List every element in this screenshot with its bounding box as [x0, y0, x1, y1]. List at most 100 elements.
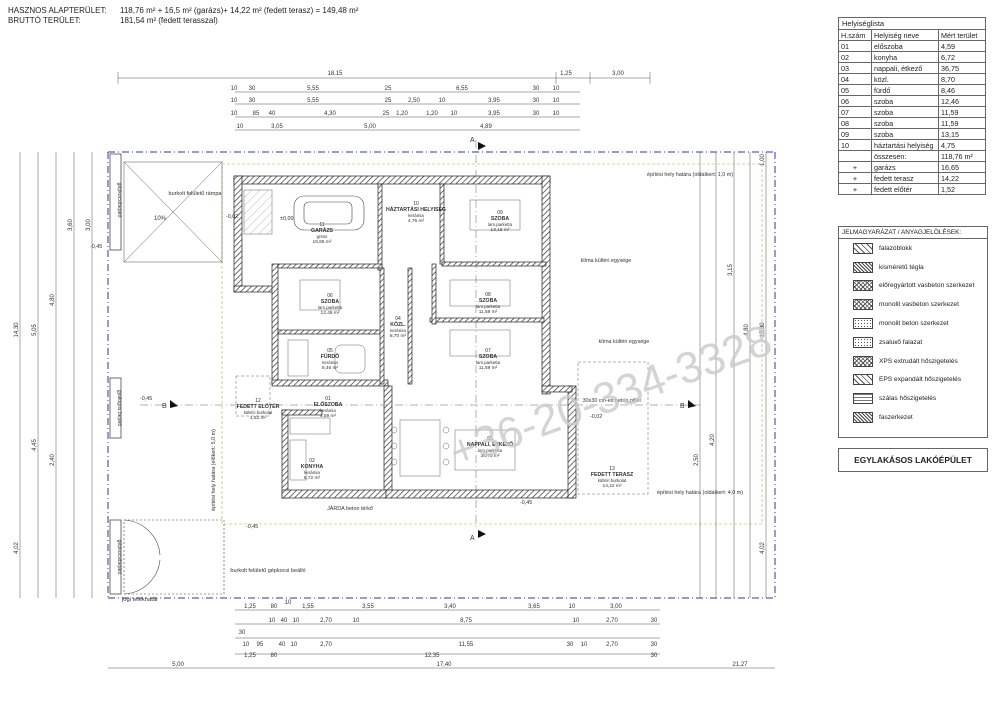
legend-label: előregyártott vasbeton szerkezet: [879, 282, 975, 290]
room-sub: lam.parketta: [478, 448, 503, 453]
room-cell-no: 10: [838, 139, 872, 151]
level-neg45-2: -0,45: [140, 396, 152, 402]
level-zero: ±0,00: [280, 216, 293, 222]
bd2-5: 8,75: [460, 618, 472, 624]
dim-r3-1: 30: [249, 98, 256, 104]
room-sub: kerámia: [408, 213, 424, 218]
room-area: 16,65 m²: [313, 239, 332, 245]
room-cell-no: 02: [838, 51, 872, 63]
dim-r2-1: 30: [249, 86, 256, 92]
dim-r2-2: 5,55: [307, 86, 319, 92]
legend-item: faszerkezet: [839, 408, 987, 427]
bd4-3: 30: [651, 653, 658, 659]
bd1-1: 80: [271, 604, 278, 610]
room-id: 12: [255, 398, 261, 404]
room-list-total-row: összesen:118,76 m²: [838, 150, 986, 162]
bd3-4: 10: [291, 642, 298, 648]
room-sub: lam.parketta: [488, 222, 513, 227]
legend-title: JELMAGYARÁZAT / ANYAGJELÖLÉSEK:: [839, 227, 987, 239]
room-list-panel: Helyiséglista H.szám Helyiség neve Mért …: [838, 17, 986, 195]
build-limit-top: építési hely határa (oldalkert: 1,0 m): [647, 172, 733, 178]
bd1-2: 10: [285, 600, 292, 606]
bd1-5: 3,40: [444, 604, 456, 610]
bd3-9: 2,70: [606, 642, 618, 648]
net-area-label: HASZNOS ALAPTERÜLET:: [8, 6, 107, 15]
room-cell-area: 6,72: [938, 51, 986, 63]
dim-r4-10: 10: [553, 111, 560, 117]
legend-item: XPS extrudált hőszigetelés: [839, 352, 987, 371]
room-cell-area: 11,59: [938, 117, 986, 129]
room-id: 08: [485, 292, 491, 298]
legend-item: szálas hőszigetelés: [839, 389, 987, 408]
bottom-dimension-lines: [108, 609, 775, 669]
legend-label: kisméretű tégla: [879, 263, 924, 271]
dim-r3-2: 5,55: [307, 98, 319, 104]
dim-r4-5: 1,20: [396, 111, 408, 117]
extra-cell-name: fedett előtér: [871, 183, 939, 195]
legend-item: EPS expandált hőszigetelés: [839, 371, 987, 390]
dim-r4-1: 85: [253, 111, 260, 117]
room-area: 8,70 m²: [390, 333, 407, 339]
bd5-2: 21,27: [732, 662, 748, 668]
room-area: 12,46 m²: [321, 310, 340, 316]
bd4-2: 12,35: [424, 653, 440, 659]
room-id: 09: [497, 210, 503, 216]
legend-swatch-icon: [853, 280, 873, 292]
extra-cell-name: fedett terasz: [871, 172, 939, 184]
left-dim-1: 5,05: [32, 324, 38, 336]
dim-top-b: 3,00: [612, 71, 624, 77]
bd3-6: 11,55: [459, 642, 474, 648]
legend-item: monolit beton szerkezet: [839, 314, 987, 333]
left-dimension-texts: 14,30 5,05 4,45 4,02 4,80 2,40 3,60 3,00: [14, 219, 92, 554]
room-cell-area: 8,70: [938, 73, 986, 85]
right-dim-3: 4,20: [710, 434, 716, 446]
right-dim-2: 4,80: [744, 324, 750, 336]
section-a-top: A: [470, 137, 475, 144]
legend-label: XPS extrudált hőszigetelés: [879, 357, 958, 365]
right-dim-4: 13,30: [760, 322, 766, 338]
room-area: 4,75 m²: [408, 218, 425, 224]
bd3-3: 40: [279, 642, 286, 648]
top-dimension-lines: [117, 72, 651, 131]
ramp: [123, 161, 223, 263]
room-cell-no: 08: [838, 117, 872, 129]
left-dim-4: 4,80: [50, 294, 56, 306]
right-dim-6: 4,02: [760, 542, 766, 554]
room-name: FEDETT TERASZ: [591, 472, 634, 478]
extra-cell-area: 16,65: [938, 161, 986, 173]
left-fence: [109, 153, 122, 595]
room-list-title: Helyiséglista: [838, 17, 986, 29]
dim-r4-6: 1,20: [426, 111, 438, 117]
furniture: [287, 199, 521, 481]
right-dimension-texts: 1,00 3,15 4,80 4,20 13,30 2,50 4,02: [694, 154, 766, 554]
right-dim-1: 3,15: [728, 264, 734, 276]
dim-r4-7: 10: [451, 111, 458, 117]
fence-label: jogi telekhatár: [121, 597, 158, 603]
dim-r5-3: 4,89: [480, 124, 492, 130]
parking-label: burkolt felületű gépkocsi beálló: [230, 568, 305, 574]
extra-cell-sign: +: [838, 161, 872, 173]
level-neg45-4: -0,45: [520, 500, 532, 506]
room-cell-area: 4,75: [938, 139, 986, 151]
room-name: HÁZTARTÁSI HELYISÉG: [386, 205, 446, 213]
left-dim-2: 4,45: [32, 439, 38, 451]
legend-swatch-icon: [853, 393, 873, 405]
bd3-10: 30: [651, 642, 658, 648]
room-id: 04: [395, 316, 401, 322]
legend-label: monolit beton szerkezet: [879, 320, 949, 328]
dim-r4-0: 10: [231, 111, 238, 117]
legend-item: monolit vasbeton szerkezet: [839, 295, 987, 314]
room-cell-name: háztartási helyiség: [871, 139, 939, 151]
room-id: 03: [487, 436, 493, 442]
